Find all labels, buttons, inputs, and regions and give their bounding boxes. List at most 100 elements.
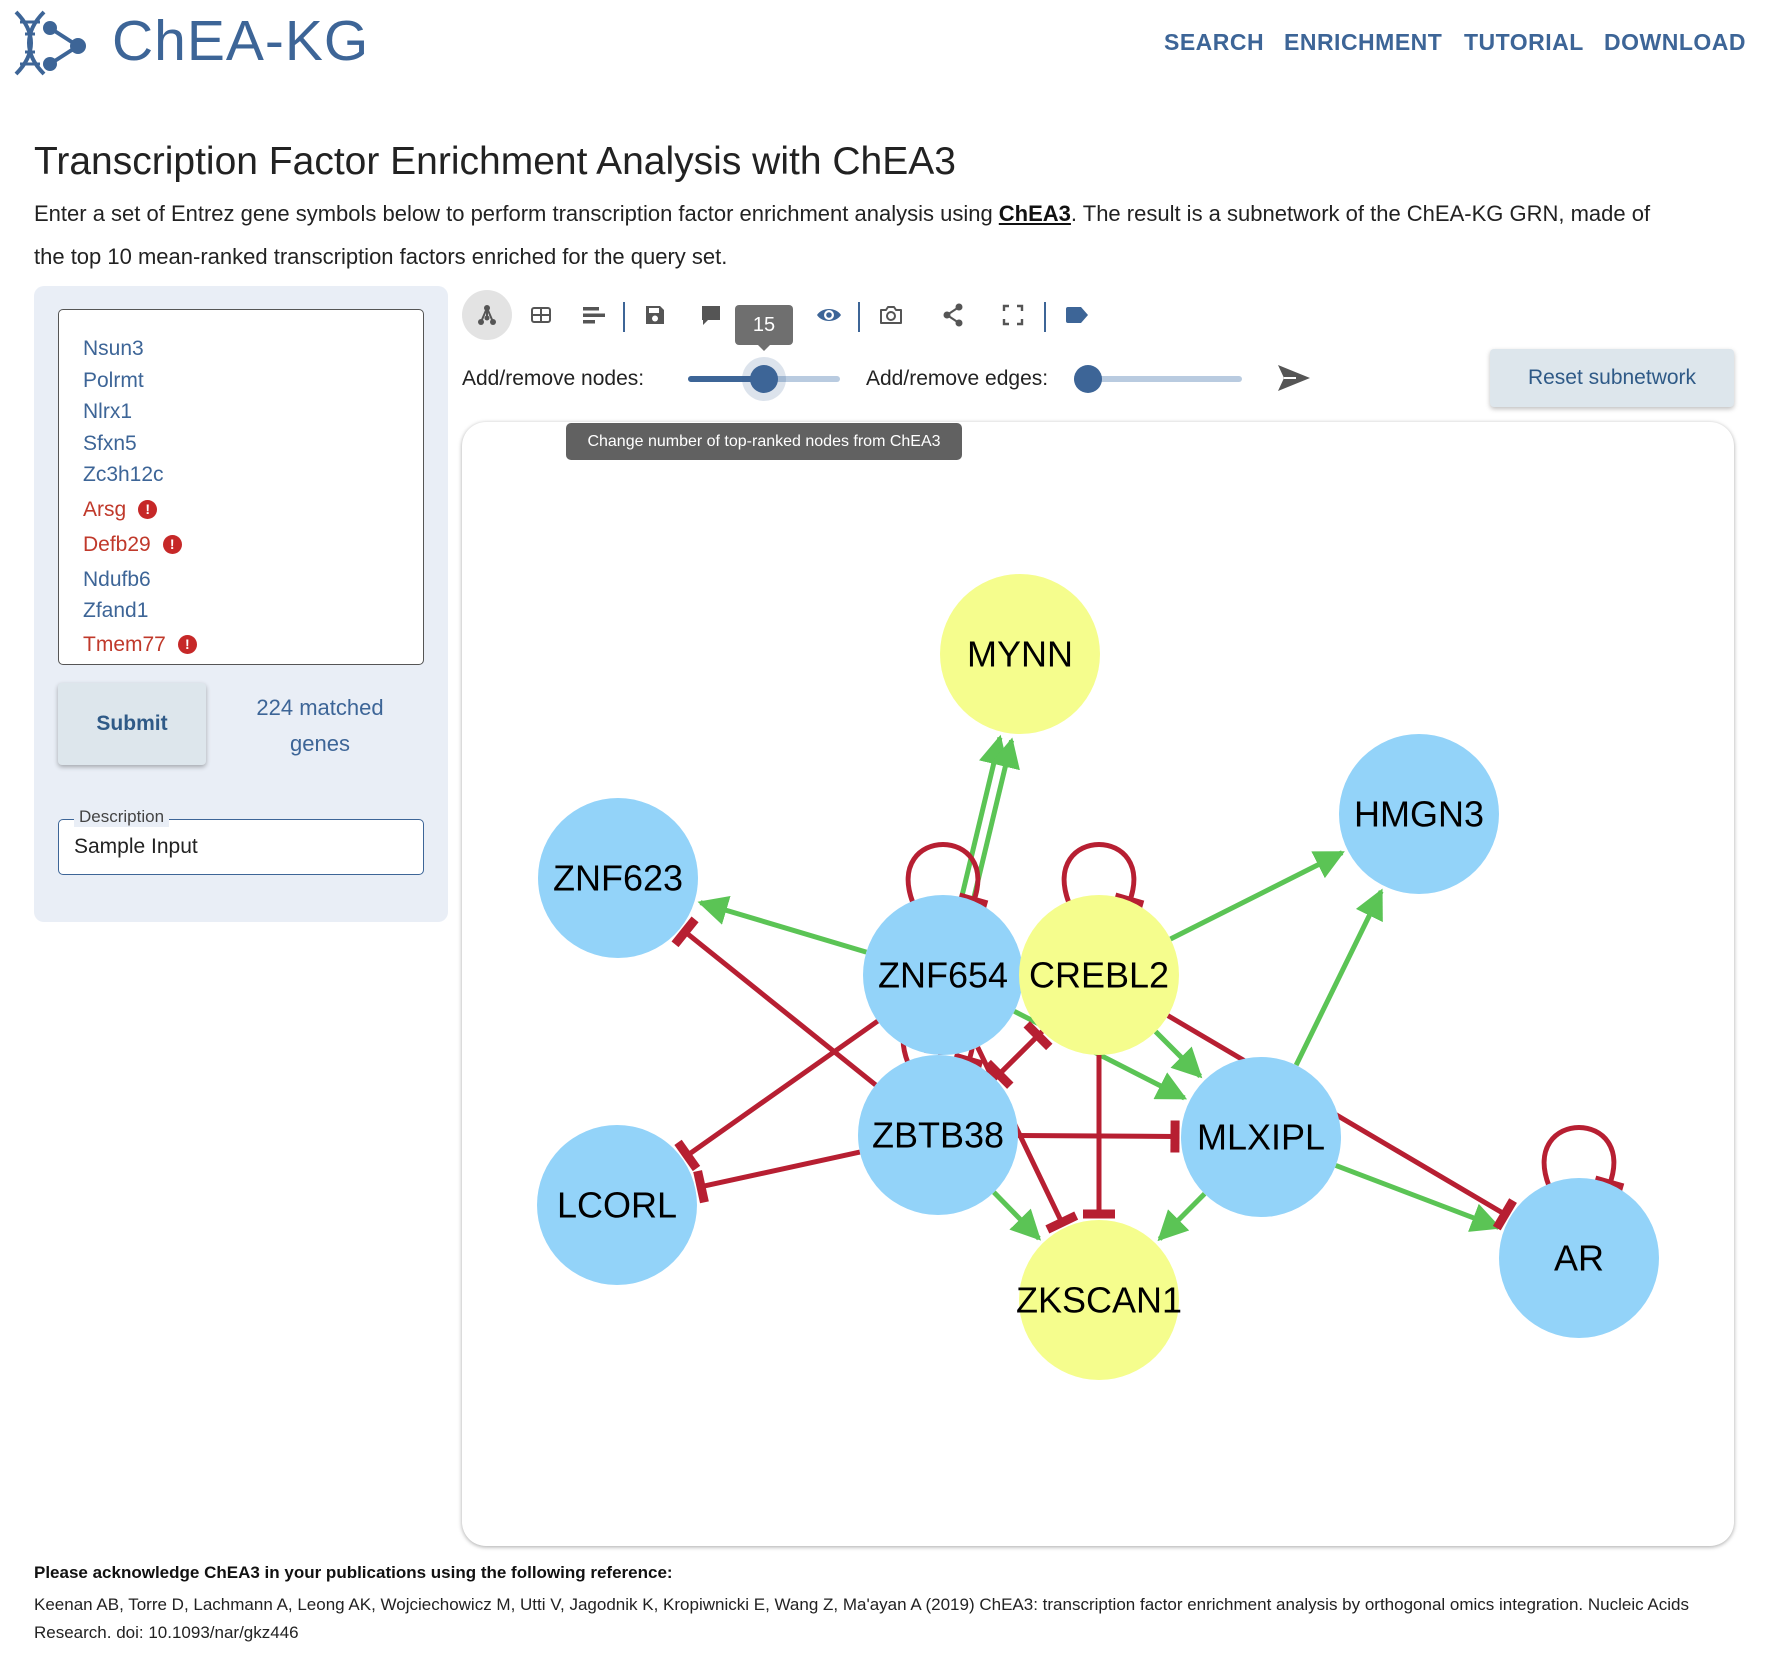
node-mlxipl[interactable]: MLXIPL (1181, 1057, 1341, 1217)
eye-icon (817, 309, 841, 321)
intro-text-start: Enter a set of Entrez gene symbols below… (34, 201, 999, 226)
send-icon[interactable] (1276, 362, 1312, 394)
gene-list-item-invalid: Defb29! (83, 533, 182, 557)
dna-logo-icon (14, 10, 86, 76)
share-button[interactable] (928, 290, 978, 340)
node-circle[interactable] (1339, 734, 1499, 894)
fullscreen-icon (1002, 304, 1024, 326)
chea3-link[interactable]: ChEA3 (998, 201, 1071, 226)
toolbar-divider (623, 302, 625, 332)
gene-list-item: Ndufb6 (83, 568, 151, 591)
table-view-icon (531, 307, 551, 323)
gene-list-item: Zfand1 (83, 599, 149, 622)
node-lcorl[interactable]: LCORL (537, 1125, 697, 1285)
node-label: ZNF654 (878, 955, 1008, 996)
acknowledgement-citation: Keenan AB, Torre D, Lachmann A, Leong AK… (34, 1595, 1689, 1642)
node-label: LCORL (557, 1185, 677, 1226)
edge-zbtb38-znf623[interactable] (671, 916, 878, 1087)
edge-znf654-znf623[interactable] (697, 895, 868, 955)
node-circle[interactable] (1499, 1178, 1659, 1338)
node-crebl2[interactable]: CREBL2 (1019, 895, 1179, 1055)
node-label: MYNN (967, 634, 1073, 675)
nav-search[interactable]: SEARCH (1164, 29, 1265, 55)
label-toggle-button[interactable] (1052, 290, 1102, 340)
node-label: ZKSCAN1 (1016, 1280, 1182, 1321)
app-title[interactable]: ChEA-KG (112, 9, 370, 73)
comment-button[interactable] (686, 290, 736, 340)
edge-mlxipl-hmgn3[interactable] (1293, 888, 1384, 1067)
node-mynn[interactable]: MYNN (940, 574, 1100, 734)
share-icon (943, 303, 963, 327)
nodes-slider-thumb[interactable] (750, 365, 778, 393)
edges-slider-label: Add/remove edges: (866, 367, 1049, 390)
bar-chart-button[interactable] (568, 290, 618, 340)
gene-list-item: Nlrx1 (83, 400, 133, 423)
edge-crebl2-mlxipl[interactable] (1153, 1029, 1203, 1079)
node-circle[interactable] (940, 574, 1100, 734)
edge-mlxipl-ar[interactable] (1334, 1163, 1502, 1232)
node-label: AR (1554, 1238, 1604, 1279)
edge-zbtb38-zkscan1[interactable] (992, 1190, 1042, 1241)
fullscreen-button[interactable] (988, 290, 1038, 340)
edge-mlxipl-zkscan1[interactable] (1157, 1191, 1207, 1242)
node-circle[interactable] (1019, 895, 1179, 1055)
edge-zbtb38-mlxipl[interactable] (1017, 1120, 1180, 1153)
nodes-slider-fill (688, 376, 764, 382)
save-icon (646, 306, 664, 324)
nodes-slider-tooltip: Change number of top-ranked nodes from C… (566, 423, 962, 460)
save-button[interactable] (630, 290, 680, 340)
matched-genes-text: genes (290, 731, 350, 756)
node-circle[interactable] (858, 1055, 1018, 1215)
gene-list-item-invalid: Arsg! (83, 498, 158, 522)
edge-zbtb38-crebl2[interactable] (992, 1021, 1053, 1081)
toolbar-divider (1044, 302, 1046, 332)
nav-download[interactable]: DOWNLOAD (1604, 29, 1746, 55)
matched-genes-count: 224 matched genes (236, 690, 404, 762)
screenshot-button[interactable] (866, 290, 916, 340)
nav-tutorial[interactable]: TUTORIAL (1464, 29, 1584, 55)
node-znf623[interactable]: ZNF623 (538, 798, 698, 958)
nav-enrichment[interactable]: ENRICHMENT (1284, 29, 1443, 55)
edge-crebl2-hmgn3[interactable] (1169, 850, 1345, 942)
node-circle[interactable] (1181, 1057, 1341, 1217)
edges-slider-track[interactable] (1074, 376, 1242, 382)
submit-button[interactable]: Submit (58, 683, 206, 765)
reset-subnetwork-button[interactable]: Reset subnetwork (1490, 349, 1734, 407)
node-circle[interactable] (538, 798, 698, 958)
edge-znf654-lcorl[interactable] (674, 1019, 880, 1172)
description-input[interactable] (72, 830, 412, 864)
node-circle[interactable] (537, 1125, 697, 1285)
node-label: HMGN3 (1354, 794, 1484, 835)
edges-slider-thumb[interactable] (1074, 365, 1102, 393)
description-label: Description (74, 807, 170, 827)
network-view-button[interactable] (462, 290, 512, 340)
node-label: ZBTB38 (872, 1115, 1004, 1156)
node-hmgn3[interactable]: HMGN3 (1339, 734, 1499, 894)
node-circle[interactable] (1019, 1220, 1179, 1380)
gene-list-item: Polrmt (83, 369, 144, 392)
edge-zbtb38-lcorl[interactable] (693, 1149, 861, 1204)
node-label: MLXIPL (1197, 1117, 1325, 1158)
nodes-slider-value: 15 (735, 305, 793, 345)
intro-text-end: . The result is a subnetwork of the ChEA… (34, 201, 1651, 269)
node-ar[interactable]: AR (1499, 1178, 1659, 1338)
gene-list-item: Zc3h12c (83, 463, 164, 486)
table-view-button[interactable] (516, 290, 566, 340)
gene-list-item: Nsun3 (83, 337, 144, 360)
eye-button[interactable] (804, 290, 854, 340)
gene-list-input[interactable]: Nsun3 Polrmt Nlrx1 Sfxn5 Zc3h12c Arsg! D… (58, 309, 424, 665)
node-zkscan1[interactable]: ZKSCAN1 (1016, 1220, 1182, 1380)
label-tag-icon (1066, 307, 1088, 323)
node-label: CREBL2 (1029, 955, 1169, 996)
node-circle[interactable] (863, 895, 1023, 1055)
node-zbtb38[interactable]: ZBTB38 (858, 1055, 1018, 1215)
comment-icon (702, 306, 720, 325)
intro-text: Enter a set of Entrez gene symbols below… (34, 192, 1684, 278)
nodes-slider-label: Add/remove nodes: (462, 367, 645, 390)
camera-icon (880, 306, 902, 324)
node-znf654[interactable]: ZNF654 (863, 895, 1023, 1055)
network-view-icon (478, 305, 496, 325)
